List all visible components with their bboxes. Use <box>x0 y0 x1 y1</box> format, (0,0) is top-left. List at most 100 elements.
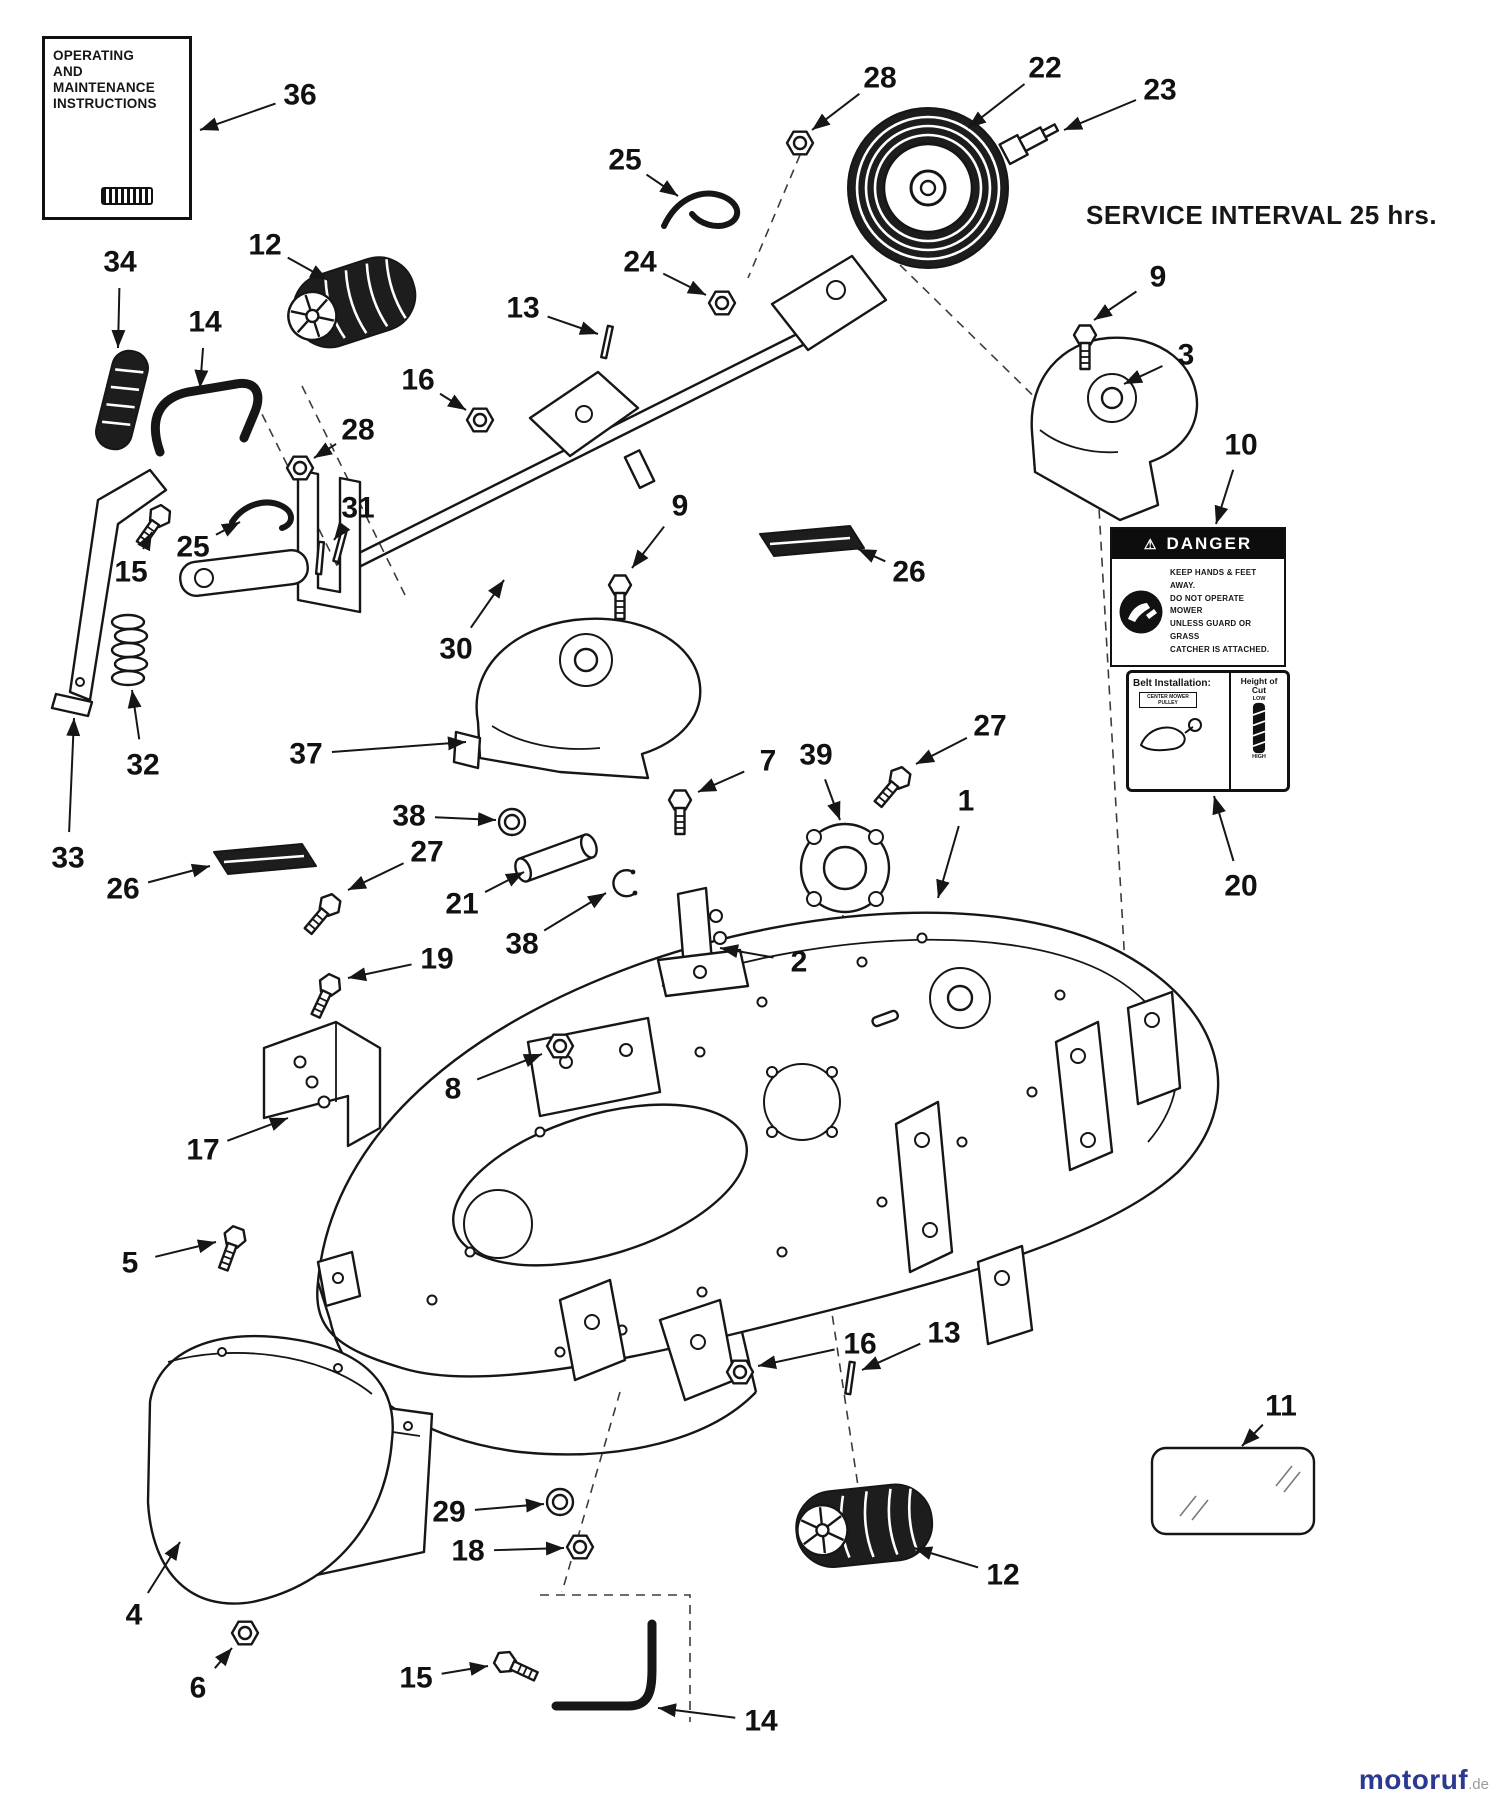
danger-text-line-2: DO NOT OPERATE MOWER <box>1170 593 1245 616</box>
callout-leader-37 <box>331 736 467 754</box>
decal-window <box>1150 1446 1316 1536</box>
height-of-cut-title: Height of Cut <box>1240 676 1278 696</box>
callout-number-18: 18 <box>451 1535 484 1568</box>
hanger-channel-bracket <box>179 468 362 614</box>
watermark-tld: .de <box>1468 1776 1489 1793</box>
service-interval-note: SERVICE INTERVAL 25 hrs. <box>1086 200 1438 230</box>
callout-number-6: 6 <box>190 1672 207 1705</box>
bolt-9-mid <box>607 574 633 621</box>
callout-leader-22 <box>967 83 1026 129</box>
callout-leader-27 <box>347 862 405 891</box>
belt-height-decal: Belt Installation: CENTER MOWER PULLEY H… <box>1126 670 1290 792</box>
lever-grip <box>95 349 149 451</box>
callout-leader-19 <box>347 963 412 982</box>
manual-booklet: OPERATING AND MAINTENANCE INSTRUCTIONS <box>42 36 192 220</box>
bolt-27-left <box>298 889 346 940</box>
callout-number-24: 24 <box>623 246 657 279</box>
hex-nut-16-top <box>465 407 495 433</box>
retainer-clip-mid <box>229 499 294 531</box>
danger-text-line-4: CATCHER IS ATTACHED. <box>1170 644 1270 654</box>
spring <box>110 613 149 687</box>
lift-lever <box>50 468 168 718</box>
callout-leader-25 <box>645 173 679 197</box>
callout-number-25: 25 <box>176 531 209 564</box>
callout-leader-36 <box>199 102 276 131</box>
booklet-logo <box>101 187 153 205</box>
callout-number-15: 15 <box>399 1662 432 1695</box>
callout-number-11: 11 <box>1265 1390 1297 1423</box>
watermark-brand: motoruf <box>1358 1764 1469 1795</box>
booklet-line-3: MAINTENANCE <box>53 79 155 95</box>
hex-nut-8 <box>545 1033 575 1059</box>
adjustment-rod-top <box>150 378 263 457</box>
center-pulley-note: CENTER MOWER PULLEY <box>1139 692 1197 708</box>
callout-leader-33 <box>66 717 81 833</box>
callout-number-28: 28 <box>863 62 896 95</box>
callout-leader-9 <box>631 525 665 569</box>
callout-number-12: 12 <box>986 1559 1019 1592</box>
callout-number-21: 21 <box>445 888 478 921</box>
callout-number-26: 26 <box>106 873 139 906</box>
spindle-cover-left <box>452 617 702 780</box>
callout-number-9: 9 <box>1150 261 1167 294</box>
callout-leader-14 <box>657 1703 736 1719</box>
callout-leader-5 <box>155 1239 217 1258</box>
callout-leader-20 <box>1212 795 1235 862</box>
danger-decal: ⚠ DANGER KEEP HANDS & FEET AWAY. DO NOT … <box>1110 527 1286 667</box>
callout-leader-32 <box>127 689 142 740</box>
bolt-5 <box>211 1223 250 1274</box>
callout-leader-38 <box>434 812 497 827</box>
callout-number-37: 37 <box>289 738 322 771</box>
callout-number-27: 27 <box>973 710 1006 743</box>
callout-number-14: 14 <box>188 306 222 339</box>
height-adjustment-axle <box>336 254 888 577</box>
callout-leader-29 <box>474 1498 545 1513</box>
bolt-27-right <box>868 762 916 813</box>
callout-leader-17 <box>226 1117 289 1142</box>
hex-nut-18 <box>565 1534 595 1560</box>
pivot-pin <box>514 833 598 883</box>
danger-decal-header: ⚠ DANGER <box>1112 529 1284 559</box>
hex-nut-6 <box>230 1620 260 1646</box>
callout-number-2: 2 <box>791 946 808 979</box>
callout-leader-9 <box>1093 290 1137 321</box>
callout-leader-14 <box>194 347 209 389</box>
belt-installation-panel: Belt Installation: CENTER MOWER PULLEY <box>1129 673 1231 789</box>
callout-leader-18 <box>493 1541 565 1556</box>
callout-leader-11 <box>1241 1423 1264 1447</box>
adjustment-rod-bottom <box>551 1619 657 1711</box>
callout-number-31: 31 <box>341 492 374 525</box>
roller-bottom <box>795 1483 934 1569</box>
callout-leader-38 <box>543 892 607 932</box>
callout-leader-8 <box>476 1053 543 1081</box>
callout-number-22: 22 <box>1028 52 1061 85</box>
callout-number-16: 16 <box>401 364 434 397</box>
callout-number-8: 8 <box>445 1073 462 1106</box>
callout-leader-13 <box>547 315 599 335</box>
belt-installation-title: Belt Installation: <box>1133 678 1211 689</box>
callout-leader-25 <box>215 521 241 537</box>
callout-leader-28 <box>811 92 860 131</box>
callout-leader-3 <box>1123 365 1163 385</box>
callout-number-12: 12 <box>248 229 281 262</box>
callout-leader-16 <box>757 1348 835 1370</box>
callout-number-3: 3 <box>1178 339 1195 372</box>
callout-number-4: 4 <box>126 1599 143 1632</box>
callout-number-25: 25 <box>608 144 641 177</box>
shoulder-bolt <box>998 123 1060 166</box>
callout-number-20: 20 <box>1224 870 1257 903</box>
callout-number-13: 13 <box>927 1317 960 1350</box>
height-of-cut-panel: Height of Cut LOW HIGH <box>1231 673 1287 789</box>
callout-number-14: 14 <box>744 1705 778 1738</box>
callout-number-23: 23 <box>1143 74 1176 107</box>
callout-number-5: 5 <box>122 1247 139 1280</box>
danger-text-line-1: KEEP HANDS & FEET AWAY. <box>1170 568 1257 590</box>
callout-number-15: 15 <box>114 556 147 589</box>
callout-leader-30 <box>470 579 505 629</box>
callout-leader-16 <box>439 392 467 411</box>
callout-leader-1 <box>936 825 960 899</box>
callout-leader-12 <box>913 1546 979 1569</box>
callout-leader-34 <box>111 287 126 349</box>
callout-leader-39 <box>824 779 841 821</box>
callout-number-32: 32 <box>126 749 159 782</box>
